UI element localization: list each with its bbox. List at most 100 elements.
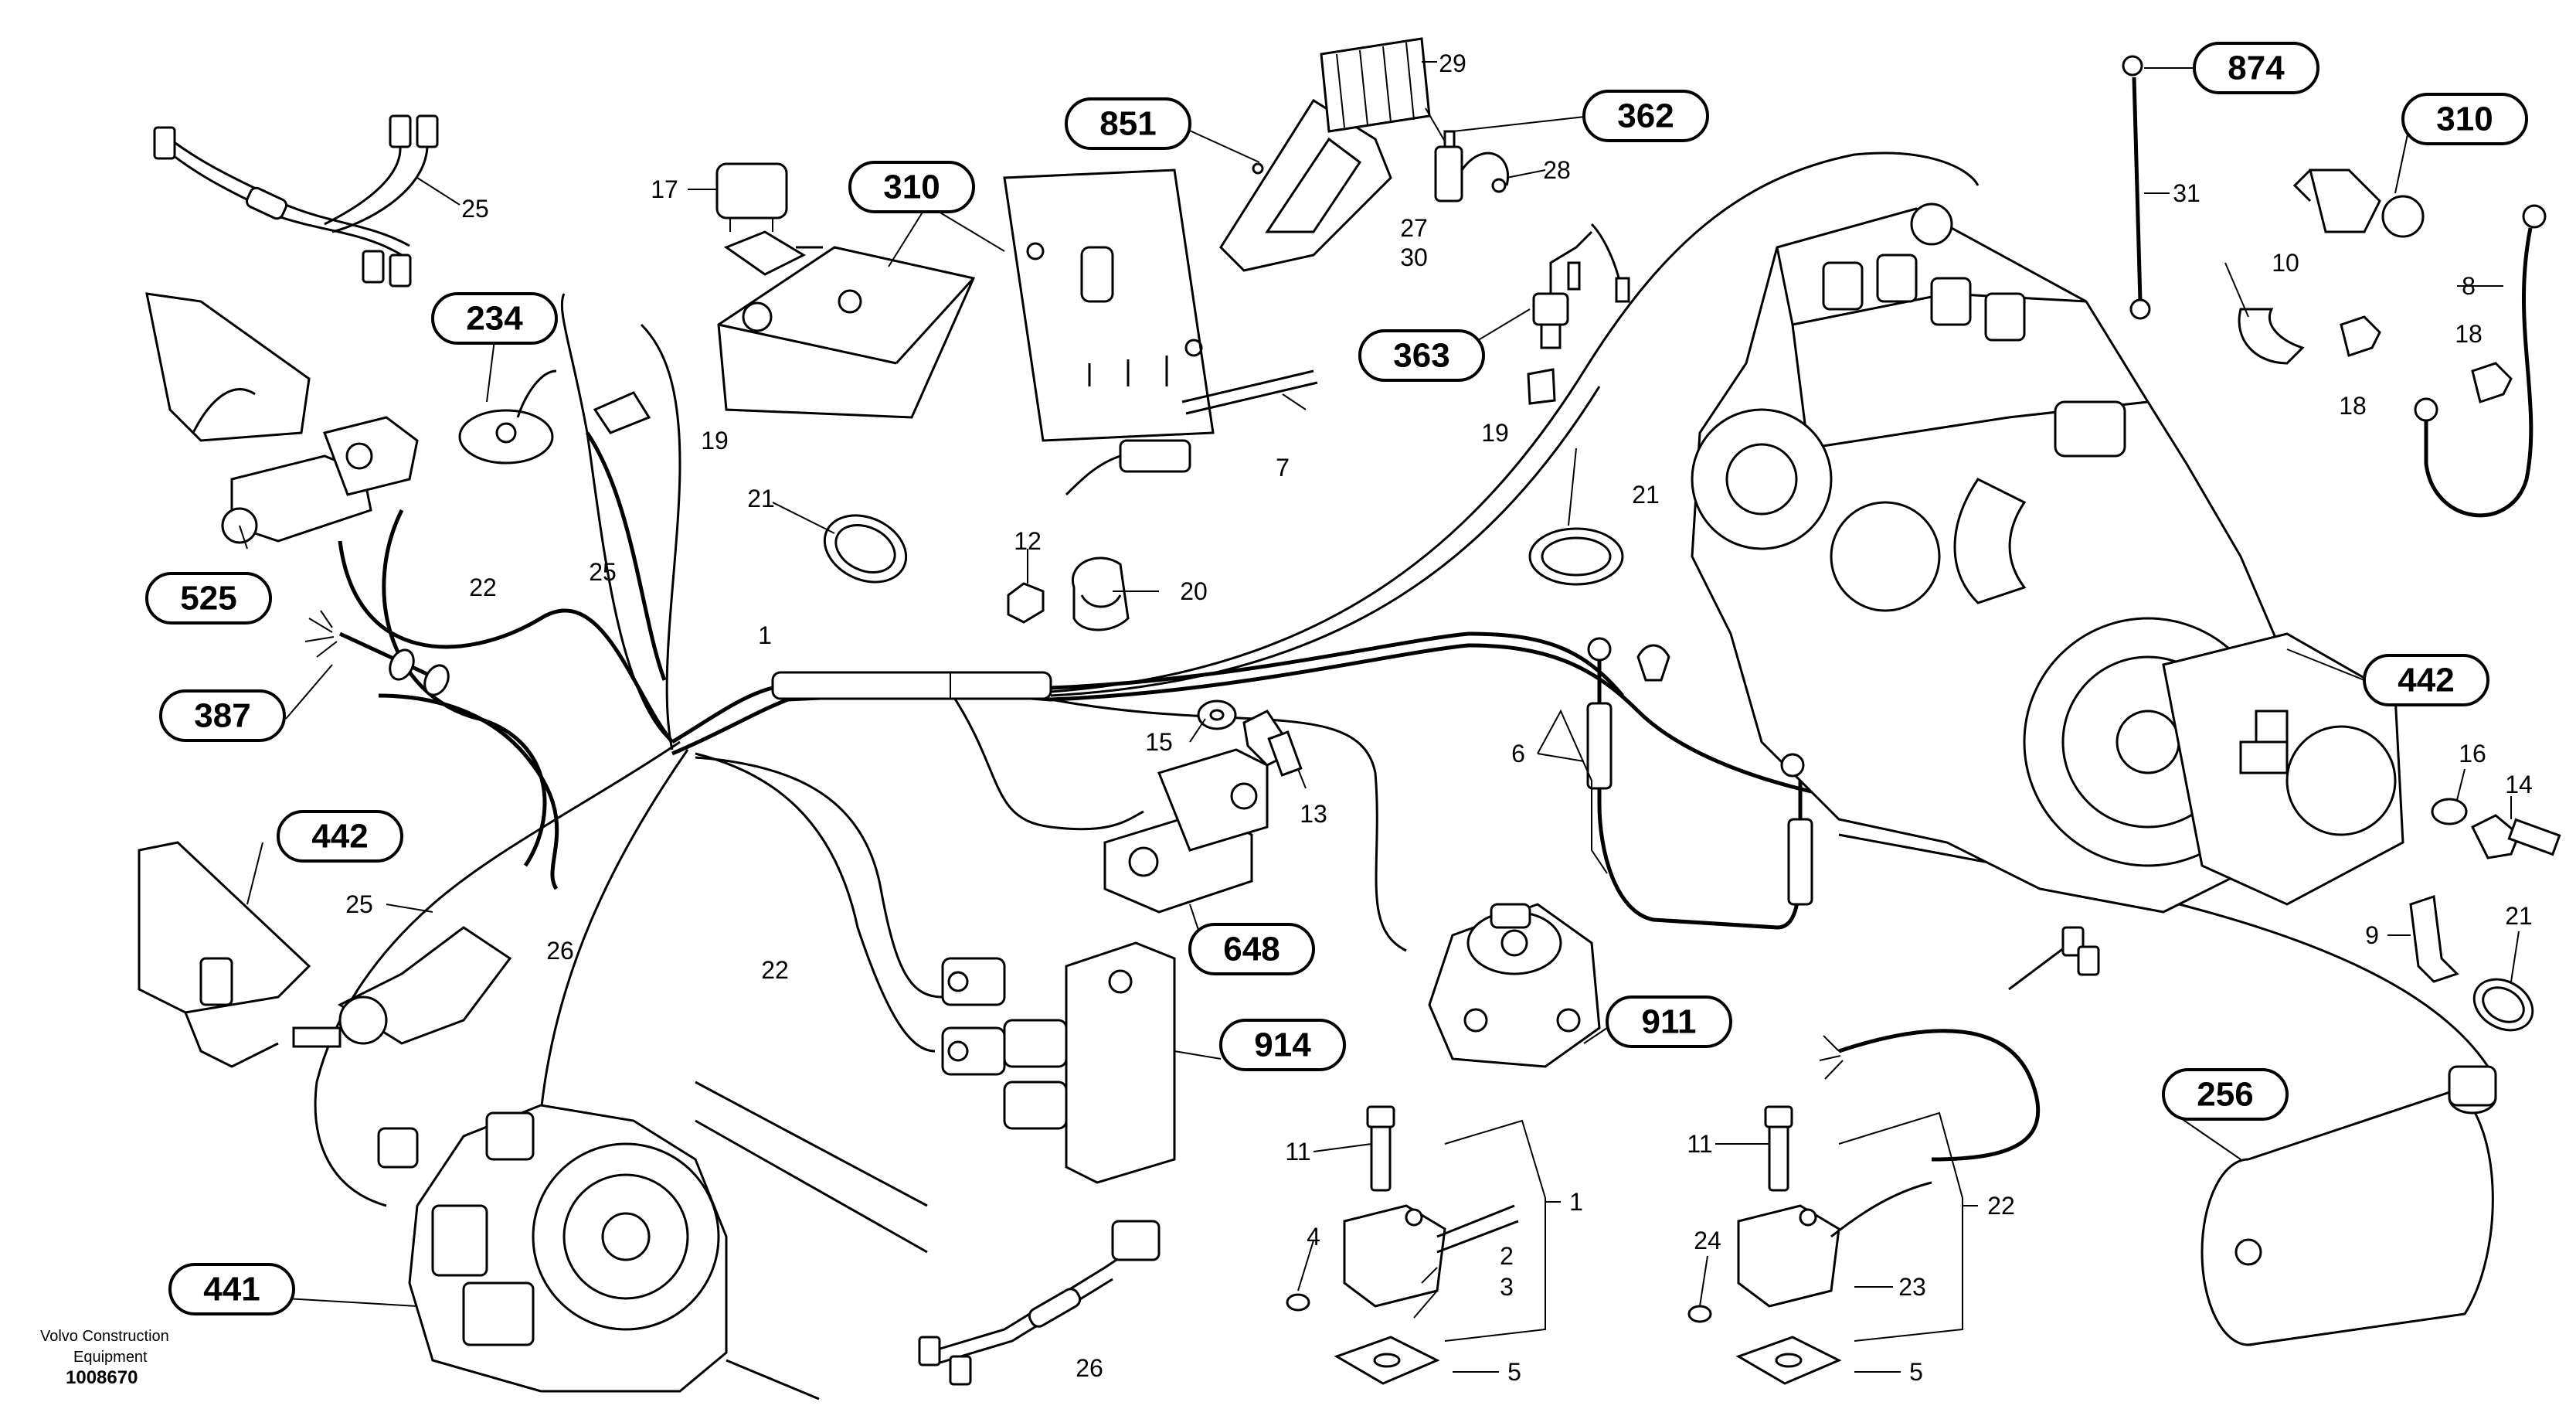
svg-text:851: 851 — [1099, 105, 1156, 143]
sensor-234 — [458, 369, 557, 465]
item-number: 12 — [1014, 527, 1042, 555]
svg-text:387: 387 — [194, 697, 250, 735]
item-number: 26 — [546, 937, 574, 965]
item-number: 11 — [1285, 1138, 1310, 1166]
publisher-line-1: Volvo Construction — [40, 1328, 169, 1345]
item-number: 24 — [1694, 1227, 1721, 1254]
battery-310 — [717, 230, 976, 419]
item-number: 19 — [701, 427, 729, 454]
callout-310-right: 310 — [2401, 93, 2528, 145]
bracket-9 — [2409, 894, 2459, 983]
item-number: 18 — [2455, 320, 2483, 348]
connector-kit-22 — [1687, 926, 2100, 1385]
item-number: 20 — [1180, 577, 1208, 605]
document-label: Volvo Construction Equipment 1008670 — [40, 1328, 169, 1388]
leader-lines — [239, 61, 2520, 1373]
item-number: 10 — [2272, 249, 2299, 277]
svg-text:256: 256 — [2197, 1076, 2253, 1114]
bracket-851 — [1219, 98, 1392, 272]
item-number: 3 — [1500, 1273, 1514, 1301]
pump-911 — [1428, 903, 1601, 1068]
item-number: 5 — [1507, 1358, 1521, 1386]
svg-text:442: 442 — [311, 818, 368, 856]
item-number: 8 — [2462, 272, 2476, 300]
item-number: 13 — [1300, 800, 1327, 828]
callout-874: 874 — [2193, 42, 2319, 94]
item-number: 9 — [2365, 921, 2379, 949]
publisher-line-2: Equipment — [73, 1349, 148, 1366]
nut-grommet — [1007, 556, 1130, 631]
callout-234: 234 — [431, 292, 558, 345]
item-number: 2 — [1500, 1242, 1514, 1270]
item-number: 25 — [345, 890, 373, 918]
item-number: 1 — [758, 621, 772, 649]
item-number: 5 — [1909, 1358, 1923, 1386]
item-number: 25 — [461, 195, 489, 223]
item-number: 14 — [2505, 771, 2533, 798]
svg-text:310: 310 — [883, 168, 940, 206]
cable-6 — [1586, 637, 1813, 930]
callout-851: 851 — [1065, 97, 1191, 150]
item-number: 31 — [2173, 179, 2200, 207]
valve-648 — [1103, 748, 1269, 914]
washer-bolt-right — [2431, 798, 2561, 859]
svg-text:911: 911 — [1642, 1003, 1697, 1041]
relay-17 — [715, 162, 788, 232]
svg-text:525: 525 — [180, 580, 236, 618]
item-number: 22 — [1987, 1192, 2015, 1220]
svg-text:874: 874 — [2228, 49, 2285, 87]
svg-text:234: 234 — [466, 300, 523, 338]
item-number: 7 — [1276, 454, 1290, 482]
sensor-27 — [1434, 130, 1509, 203]
item-number: 17 — [651, 175, 678, 203]
item-number: 28 — [1543, 156, 1571, 184]
cable-end-387 — [304, 610, 450, 696]
svg-text:310: 310 — [2436, 100, 2493, 138]
item-number: 25 — [589, 558, 617, 586]
clamp-10 — [2238, 308, 2513, 403]
connector-19 — [593, 368, 1556, 434]
item-number: 18 — [2339, 392, 2367, 420]
item-number: 6 — [1511, 740, 1525, 767]
pedal-442 — [138, 841, 512, 1068]
bracket-310-right — [2292, 168, 2425, 238]
hose-clamp-21 — [823, 514, 2534, 1032]
item-number: 23 — [1898, 1273, 1926, 1301]
svg-text:362: 362 — [1617, 97, 1674, 135]
item-number: 22 — [761, 956, 789, 984]
item-number: 26 — [1076, 1354, 1103, 1382]
pigtail-25 — [153, 114, 439, 288]
item-number: 21 — [747, 485, 775, 512]
cable-8 — [2414, 204, 2547, 518]
item-number: 16 — [2459, 740, 2486, 767]
item-number: 29 — [1439, 49, 1466, 77]
drawing-number: 1008670 — [66, 1367, 138, 1388]
svg-text:648: 648 — [1223, 931, 1280, 968]
item-number: 21 — [2505, 902, 2533, 930]
callout-442-left: 442 — [277, 810, 403, 863]
ground-strap-874 — [2122, 55, 2151, 320]
panel-310 — [1003, 168, 1318, 496]
item-number: 1 — [1569, 1188, 1583, 1216]
svg-text:441: 441 — [203, 1271, 260, 1309]
filter-256 — [2200, 1065, 2497, 1346]
engine — [1691, 203, 2404, 914]
item-number: 19 — [1481, 419, 1509, 447]
item-number: 21 — [1632, 481, 1660, 509]
callout-914: 914 — [1219, 1019, 1346, 1071]
callout-648: 648 — [1188, 923, 1315, 975]
item-number: 15 — [1145, 728, 1173, 756]
item-numbers: 25 17 29 28 27 30 31 10 8 18 18 19 19 7 … — [345, 49, 2533, 1386]
gear-pump-441 — [377, 1081, 928, 1400]
callout-362: 362 — [1582, 90, 1709, 142]
callout-525: 525 — [145, 572, 272, 625]
callout-911: 911 — [1606, 995, 1732, 1048]
sensor-363 — [1532, 223, 1630, 349]
washer-bolt — [1197, 699, 1303, 777]
callout-442-right: 442 — [2363, 654, 2489, 706]
item-number: 30 — [1400, 243, 1428, 271]
callout-310-battery: 310 — [848, 161, 975, 213]
callout-441: 441 — [168, 1263, 295, 1315]
callout-387: 387 — [159, 689, 286, 742]
